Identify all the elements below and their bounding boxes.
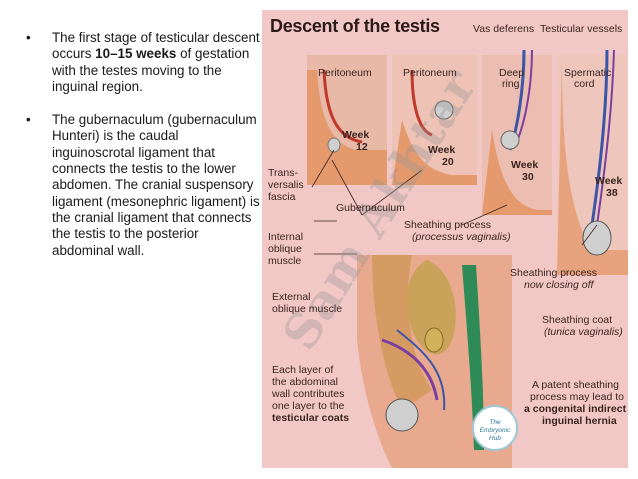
bullet-text-tail: of gestation with the testes moving to t… <box>52 46 250 94</box>
label-transversalis-1: Trans- <box>268 167 298 179</box>
label-layers-4: one layer to the <box>272 400 345 412</box>
label-week-30-a: Week <box>511 159 539 171</box>
label-week-38-a: Week <box>595 175 623 187</box>
bullet-item-gubernaculum: • The gubernaculum (gubernaculum Hunteri… <box>20 112 260 259</box>
label-week-20-b: 20 <box>442 156 454 168</box>
bullet-item-first-stage: • The first stage of testicular descent … <box>20 30 260 95</box>
label-hernia-3: a congenital indirect <box>524 403 627 415</box>
label-layers-3: wall contributes <box>272 388 345 400</box>
bullet-text: The first stage of testicular descent oc… <box>52 30 260 62</box>
bullet-text: The gubernaculum (gubernaculum Hunteri) … <box>52 112 260 258</box>
embryonic-hub-stamp-logo: The Embryonic Hub <box>472 405 518 451</box>
panel-lower-anatomy <box>357 255 512 468</box>
label-sheathing-closing-2: now closing off <box>524 279 594 291</box>
label-external-oblique-2: oblique muscle <box>272 303 343 315</box>
label-internal-oblique-1: Internal <box>268 231 304 243</box>
label-deep-ring-2: ring <box>502 78 520 90</box>
label-transversalis-3: fascia <box>268 191 296 203</box>
label-peritoneum-2: Peritoneum <box>403 67 457 79</box>
label-internal-oblique-3: muscle <box>268 255 302 267</box>
label-hernia-1: A patent sheathing <box>532 379 619 391</box>
label-hernia-4: inguinal hernia <box>542 415 617 427</box>
label-testicular-vessels: Testicular vessels <box>540 23 623 35</box>
label-layers-5: testicular coats <box>272 412 350 424</box>
panel-week-38 <box>557 49 628 275</box>
label-sheathing-coat-2: (tunica vaginalis) <box>544 326 623 338</box>
label-vas-deferens: Vas deferens <box>473 23 535 35</box>
label-week-12-a: Week <box>342 129 370 141</box>
bullet-mark: • <box>26 112 31 128</box>
figure-title: Descent of the testis <box>270 16 440 36</box>
label-spermatic-cord-2: cord <box>574 78 595 90</box>
label-sheathing-closing-1: Sheathing process <box>510 267 597 279</box>
label-sheathing-coat-1: Sheathing coat <box>542 314 613 326</box>
label-week-38-b: 38 <box>606 187 618 199</box>
label-week-12-b: 12 <box>356 141 368 153</box>
label-layers-1: Each layer of <box>272 364 334 376</box>
label-transversalis-2: versalis <box>268 179 304 191</box>
panel-week-20 <box>392 55 477 185</box>
label-internal-oblique-2: oblique <box>268 243 302 255</box>
label-week-20-a: Week <box>428 144 456 156</box>
panel-week-12 <box>307 55 387 185</box>
label-gubernaculum: Gubernaculum <box>336 202 405 214</box>
label-layers-2: the abdominal <box>272 376 338 388</box>
label-spermatic-cord-1: Spermatic <box>564 67 612 79</box>
label-week-30-b: 30 <box>522 171 534 183</box>
label-hernia-2: process may lead to <box>530 391 624 403</box>
testis-descent-figure: Sam Akhtar Descent of the testis Vas def… <box>262 10 628 468</box>
label-deep-ring-1: Deep <box>499 67 525 79</box>
panel-week-30 <box>482 49 552 215</box>
bullet-bold-text: 10–15 weeks <box>95 46 177 62</box>
bullet-mark: • <box>26 30 31 45</box>
label-peritoneum-1: Peritoneum <box>318 67 372 79</box>
pointer-lines <box>311 149 598 255</box>
label-external-oblique-1: External <box>272 291 311 303</box>
anatomy-illustration <box>307 49 628 468</box>
label-sheathing-process-1: Sheathing process <box>404 219 491 231</box>
label-sheathing-process-2: (processus vaginalis) <box>412 231 511 243</box>
bullet-list: • The first stage of testicular descent … <box>20 30 260 276</box>
